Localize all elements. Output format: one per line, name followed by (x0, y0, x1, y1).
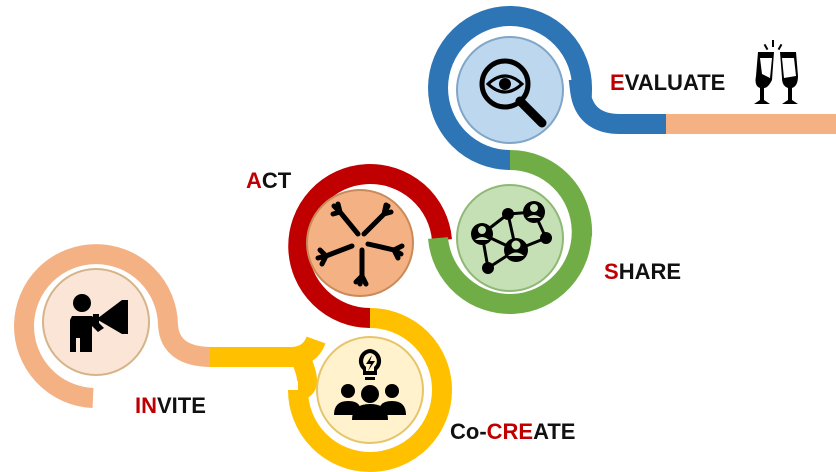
act-node (306, 189, 414, 297)
cocreate-label: Co-CREATE (450, 421, 575, 443)
megaphone-person-icon (70, 294, 128, 352)
act-label-rest: CT (261, 168, 292, 193)
share-track (428, 149, 593, 314)
cocreate-track-join (255, 347, 317, 400)
share-label: SHARE (604, 261, 681, 283)
team-idea-bulb-icon (334, 349, 406, 420)
act-track (288, 164, 452, 328)
cocreate-label-prefix: Co- (450, 419, 487, 444)
share-label-rest: HARE (618, 259, 682, 284)
magnifier-eye-icon (479, 58, 547, 128)
evaluate-node (456, 36, 564, 144)
network-people-icon (471, 201, 552, 274)
invite-label-accent: IN (135, 393, 157, 418)
evaluate-label-accent: E (610, 70, 625, 95)
act-label-accent: A (246, 168, 262, 193)
cocreate-label-accent: CRE (486, 419, 534, 444)
share-node (456, 184, 564, 292)
joined-hands-icon (315, 201, 405, 287)
invite-node (42, 268, 150, 376)
act-label: ACT (246, 170, 291, 192)
share-label-accent: S (604, 259, 619, 284)
invite-label-rest: VITE (157, 393, 206, 418)
evaluate-track (428, 6, 668, 170)
cocreate-label-rest: ATE (533, 419, 576, 444)
cocreate-node (316, 336, 424, 444)
invite-label: INVITE (135, 395, 206, 417)
evaluate-label-rest: VALUATE (624, 70, 726, 95)
invite-track (14, 244, 255, 408)
champagne-toast-icon (754, 40, 798, 104)
evaluate-label: EVALUATE (610, 72, 725, 94)
